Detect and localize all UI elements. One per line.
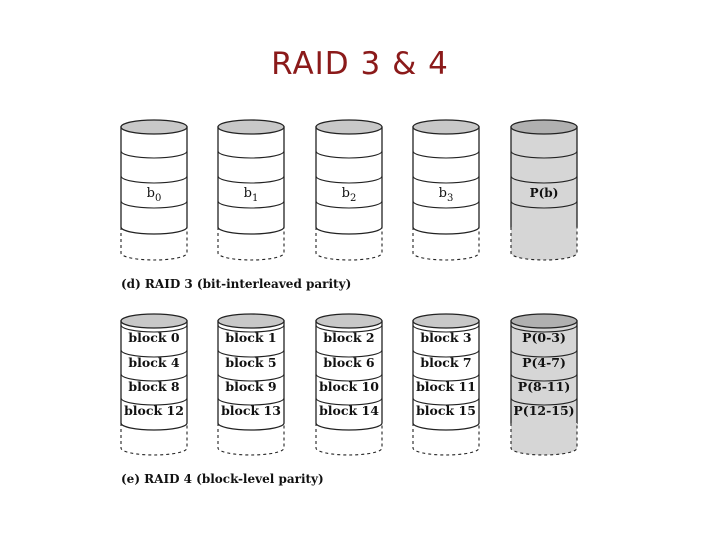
raid4-strip-label: block 13	[221, 403, 281, 418]
raid3-disk-label: P(b)	[530, 186, 559, 200]
raid4-strip-label: P(4-7)	[522, 355, 566, 370]
raid3-disk-label: b0	[147, 186, 162, 204]
raid4-strip-label: block 11	[416, 379, 476, 394]
raid3-array: b0 b1 b2 b3 P(b)	[120, 119, 578, 261]
raid4-strip-label: block 8	[128, 379, 179, 394]
raid4-strip-label: block 2	[323, 330, 374, 345]
raid4-strip-label: block 5	[225, 355, 276, 370]
raid4-strip-label: block 6	[323, 355, 374, 370]
raid4-strip-label: block 1	[225, 330, 276, 345]
raid4-strip-label: P(12-15)	[513, 403, 574, 418]
raid3-disk-label: b3	[439, 186, 454, 204]
raid3-disk-label: b2	[342, 186, 357, 204]
raid3-disk-1: b1	[217, 119, 285, 261]
raid4-strip-label: block 0	[128, 330, 179, 345]
raid4-disk-1: block 1 block 5 block 9 block 13	[217, 313, 285, 456]
raid3-disk-4: P(b)	[510, 119, 578, 261]
raid4-strip-label: block 7	[420, 355, 471, 370]
raid4-strip-label: block 15	[416, 403, 476, 418]
raid4-strip-label: P(0-3)	[522, 330, 566, 345]
raid4-disk-0: block 0 block 4 block 8 block 12	[120, 313, 188, 456]
raid3-disk-3: b3	[412, 119, 480, 261]
raid4-strip-label: block 9	[225, 379, 276, 394]
raid4-disk-2: block 2 block 6 block 10 block 14	[315, 313, 383, 456]
raid4-strip-label: block 12	[124, 403, 184, 418]
raid4-strip-label: block 14	[319, 403, 379, 418]
slide-title: RAID 3 & 4	[271, 46, 449, 82]
raid4-strip-label: block 4	[128, 355, 179, 370]
raid4-strip-label: block 10	[319, 379, 379, 394]
raid4-strip-label: block 3	[420, 330, 471, 345]
raid4-strip-label: P(8-11)	[518, 379, 571, 394]
raid3-disk-2: b2	[315, 119, 383, 261]
raid3-caption: (d) RAID 3 (bit-interleaved parity)	[121, 277, 351, 291]
raid4-disk-3: block 3 block 7 block 11 block 15	[412, 313, 480, 456]
raid4-disk-4: P(0-3) P(4-7) P(8-11) P(12-15)	[510, 313, 578, 456]
raid3-disk-0: b0	[120, 119, 188, 261]
raid3-disk-label: b1	[244, 186, 259, 204]
raid4-caption: (e) RAID 4 (block-level parity)	[121, 472, 324, 486]
